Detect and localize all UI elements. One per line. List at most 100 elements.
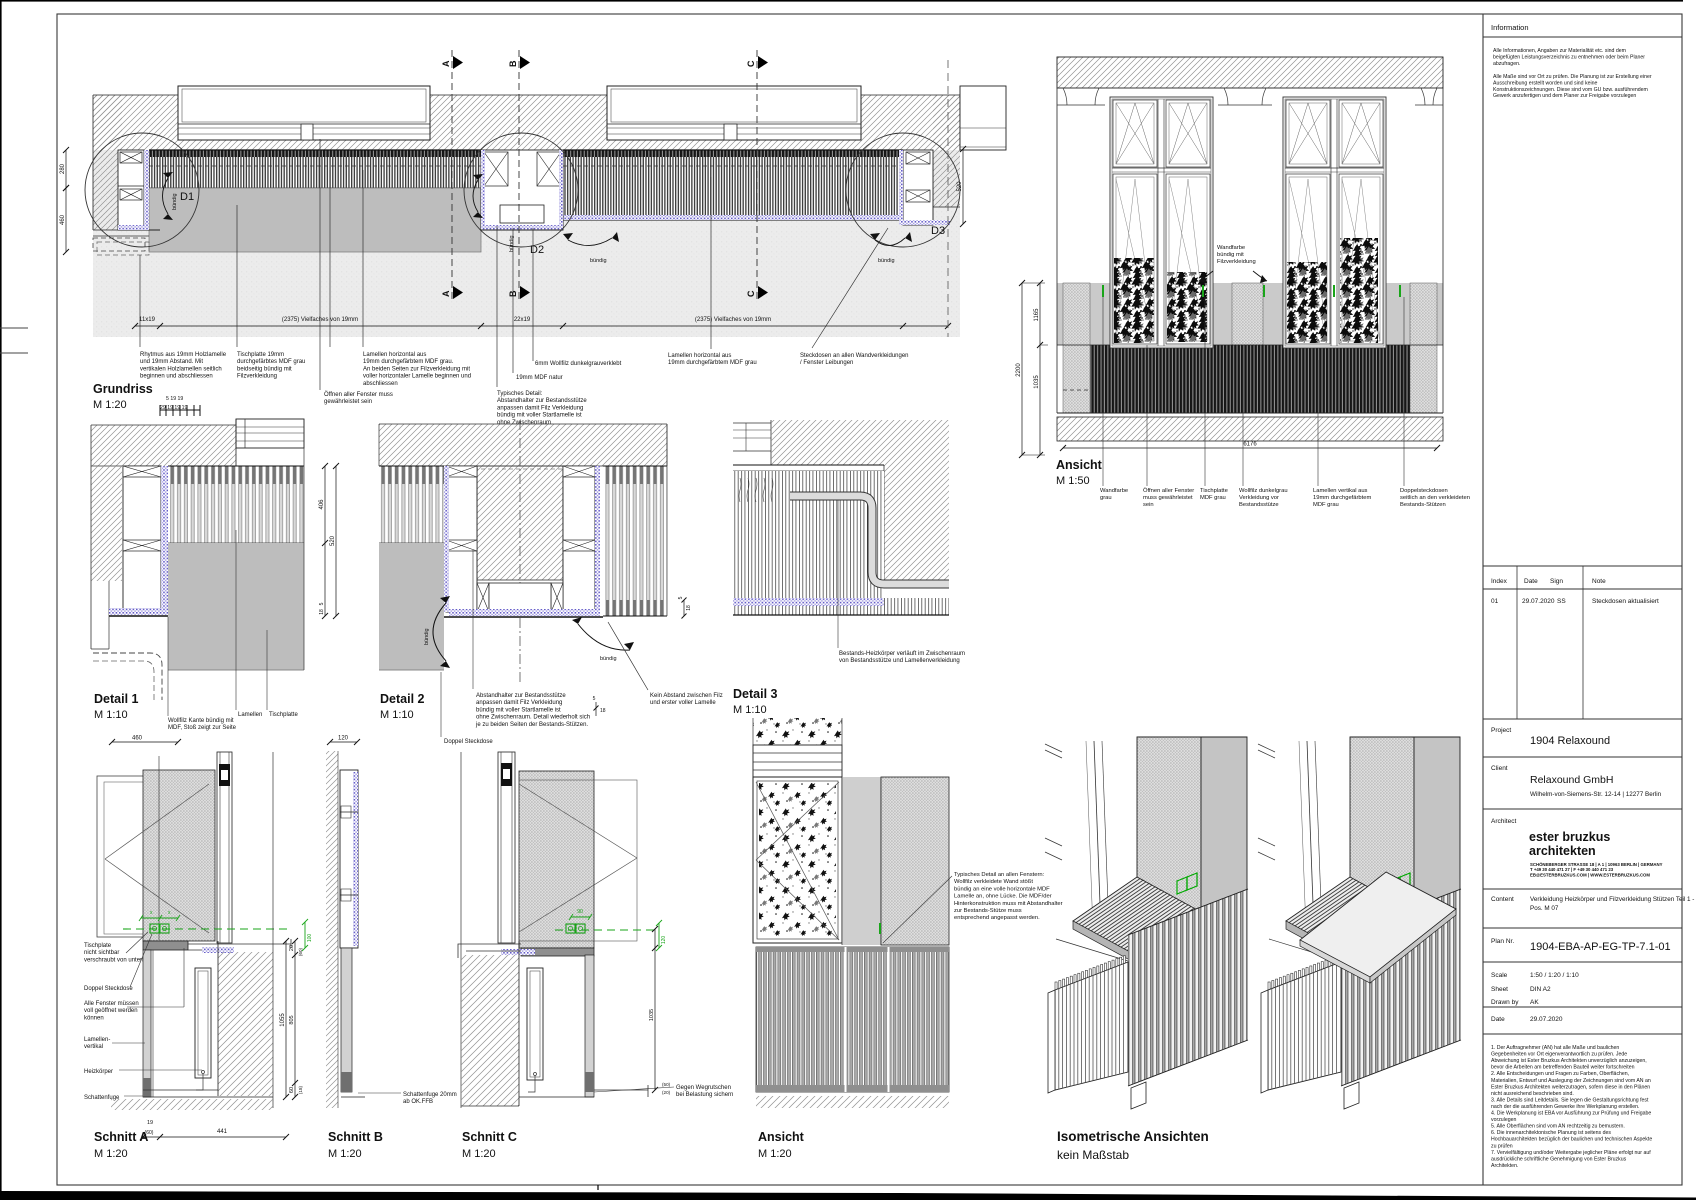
svg-text:Alle Maße sind vor Ort zu prüf: Alle Maße sind vor Ort zu prüfen. Die Pl… [1493,74,1652,80]
svg-text:441: 441 [217,1129,228,1135]
svg-text:Abstandhalter zur Bestandsstüt: Abstandhalter zur Bestandsstütze [497,398,587,404]
svg-text:voller horizontaler Lamelle be: voller horizontaler Lamelle beginnen und [363,374,471,380]
svg-text:5: 5 [678,596,684,599]
svg-text:gewährleistet sein: gewährleistet sein [324,399,372,405]
svg-text:durchgefärbtes MDF grau: durchgefärbtes MDF grau [237,359,305,365]
svg-text:bündig: bündig [878,258,895,264]
svg-text:M 1:20: M 1:20 [93,399,127,411]
svg-text:bei Belastung sichern: bei Belastung sichern [676,1092,733,1098]
svg-text:bündig: bündig [590,258,607,264]
svg-text:DIN A2: DIN A2 [1530,986,1551,993]
svg-text:ab OK.FFB: ab OK.FFB [403,1099,433,1105]
svg-text:Detail 1: Detail 1 [94,692,139,706]
svg-text:Materialien, Entwurf und Ausle: Materialien, Entwurf und Auslegung der Z… [1491,1078,1651,1084]
svg-text:Bestandsstütze: Bestandsstütze [1239,502,1279,508]
svg-text:Tischplate: Tischplate [84,943,112,949]
svg-text:sein: sein [1143,502,1154,508]
svg-text:Bestands-Stützen: Bestands-Stützen [1400,502,1446,508]
svg-text:und 19mm Abstand. Mit: und 19mm Abstand. Mit [140,359,203,365]
svg-text:Konstruktionszeichnungen. Dies: Konstruktionszeichnungen. Diese sind vom… [1493,87,1648,93]
svg-text:A: A [441,60,451,67]
svg-text:5. Alle Oberflächen sind vom A: 5. Alle Oberflächen sind vom AN rechtzei… [1491,1124,1625,1130]
svg-text:Grundriss: Grundriss [93,382,153,396]
svg-text:Index: Index [1491,578,1508,585]
svg-text:architekten: architekten [1529,844,1596,858]
svg-text:Lamellen horizontal aus: Lamellen horizontal aus [668,353,731,359]
svg-text:7. Vervielfältigung und/oder W: 7. Vervielfältigung und/oder Weitergabe … [1491,1150,1651,1156]
svg-text:T +49 30 440 471 27 | F +49 30: T +49 30 440 471 27 | F +49 30 440 471 2… [1530,867,1614,872]
svg-text:18: 18 [319,609,325,615]
svg-text:ausdrückliche schriftliche Gen: ausdrückliche schriftliche Genehmigung v… [1491,1156,1627,1162]
svg-text:bündig: bündig [172,193,178,210]
svg-text:MDF grau: MDF grau [1200,495,1226,501]
svg-text:bündig an eine volle horizonta: bündig an eine volle horizontale MDF [954,886,1050,892]
svg-text:Wandfarbe: Wandfarbe [1217,245,1245,251]
svg-text:D2: D2 [530,244,544,256]
svg-text:Information: Information [1491,23,1529,32]
svg-text:je zu beiden Seiten der Bestan: je zu beiden Seiten der Bestands-Stützen… [475,722,588,728]
svg-text:120: 120 [338,736,349,742]
svg-text:B: B [508,60,518,67]
svg-text:1:50 / 1:20 / 1:10: 1:50 / 1:20 / 1:10 [1530,972,1579,979]
svg-text:M 1:20: M 1:20 [328,1148,362,1160]
svg-text:An beiden Seiten zur Filzverkl: An beiden Seiten zur Filzverkleidung mit [363,366,470,372]
svg-text:Öffnen aller Fenster: Öffnen aller Fenster [1143,487,1194,494]
svg-text:x: x [168,910,171,916]
svg-text:Sheet: Sheet [1491,986,1508,993]
svg-text:Wollfilz dunkelgrau: Wollfilz dunkelgrau [1239,488,1288,494]
svg-text:280: 280 [60,163,66,174]
svg-text:Schattenfuge 20mm: Schattenfuge 20mm [403,1092,457,1098]
svg-text:Gewerk anzufertigen und dem Pl: Gewerk anzufertigen und dem Planer zur F… [1493,93,1636,99]
svg-text:seitlich an den verkleideten: seitlich an den verkleideten [1400,495,1470,501]
svg-text:ester bruzkus: ester bruzkus [1529,830,1610,844]
svg-text:Hinterkonstruktion muss mit Ab: Hinterkonstruktion muss mit Abstandhalte… [954,901,1063,907]
svg-text:MDF grau: MDF grau [1313,502,1339,508]
svg-text:Tischplatte 19mm: Tischplatte 19mm [237,352,284,358]
svg-text:vertikalen Holzlamellen seitli: vertikalen Holzlamellen seitlich [140,366,222,372]
svg-text:Typisches Detail an allen Fens: Typisches Detail an allen Fenstern: [954,872,1045,878]
svg-text:Öffnen aller Fenster muss: Öffnen aller Fenster muss [324,391,393,398]
svg-text:(18): (18) [298,1085,303,1094]
svg-text:Client: Client [1491,765,1508,772]
svg-text:Lamelle an, ohne Lücke. Die MD: Lamelle an, ohne Lücke. Die MDF/der [954,894,1052,900]
svg-text:11x19: 11x19 [139,317,156,323]
svg-text:Plan Nr.: Plan Nr. [1491,938,1514,945]
svg-text:60: 60 [289,1087,295,1093]
svg-text:19mm durchgefärbtem MDF grau.: 19mm durchgefärbtem MDF grau. [363,359,454,365]
svg-text:beidseitig bündig mit: beidseitig bündig mit [237,366,292,372]
svg-text:Wollfilz verkleidete Wand stöß: Wollfilz verkleidete Wand stößt [954,879,1033,885]
svg-text:Kein Abstand zwischen Filz: Kein Abstand zwischen Filz [650,693,723,699]
svg-text:Detail 3: Detail 3 [733,687,778,701]
svg-text:520: 520 [957,181,963,192]
svg-text:beginnen und abschliessen: beginnen und abschliessen [140,374,213,380]
svg-text:ohne Zwischenraum. Detail wied: ohne Zwischenraum. Detail wiederholt sic… [476,715,590,721]
svg-text:ohne Zwischenraum: ohne Zwischenraum [497,420,551,426]
svg-text:Tischplatte: Tischplatte [1200,488,1228,494]
svg-text:Steckdosen aktualisiert: Steckdosen aktualisiert [1592,598,1659,605]
svg-text:19mm durchgefärbtem: 19mm durchgefärbtem [1313,495,1371,501]
svg-text:Doppel Steckdose: Doppel Steckdose [444,739,493,745]
svg-text:D3: D3 [931,225,945,237]
svg-text:460: 460 [132,736,143,742]
svg-text:(60): (60) [298,947,303,956]
svg-text:Scale: Scale [1491,972,1508,979]
svg-text:(50): (50) [662,1082,671,1087]
svg-text:Abweichung ist Ester Bruzkus A: Abweichung ist Ester Bruzkus Architekten… [1491,1058,1647,1064]
svg-text:Wollfilz Kante bündig mit: Wollfilz Kante bündig mit [168,718,234,724]
svg-text:406: 406 [319,499,325,510]
svg-text:29.07.2020: 29.07.2020 [1522,598,1555,605]
svg-text:M 1:10: M 1:10 [380,709,414,721]
svg-text:Abstandhalter zur Bestandsstüt: Abstandhalter zur Bestandsstütze [476,693,566,699]
svg-text:520: 520 [330,535,336,546]
svg-text:Typisches Detail:: Typisches Detail: [497,391,543,397]
svg-text:1035: 1035 [649,1009,655,1021]
svg-text:3. Alle Details sind Leitdetai: 3. Alle Details sind Leitdetails. Sie le… [1491,1097,1649,1103]
svg-text:Schnitt B: Schnitt B [328,1130,383,1144]
svg-text:(20): (20) [662,1090,671,1095]
svg-text:x: x [150,910,153,916]
svg-text:bündig: bündig [509,235,515,252]
svg-text:1904 Relaxound: 1904 Relaxound [1530,735,1610,747]
svg-text:/ Fenster Leibungen: / Fenster Leibungen [800,360,853,366]
svg-text:Steckdosen an allen Wandverkle: Steckdosen an allen Wandverkleidungen [800,353,909,359]
svg-text:M 1:20: M 1:20 [94,1148,128,1160]
